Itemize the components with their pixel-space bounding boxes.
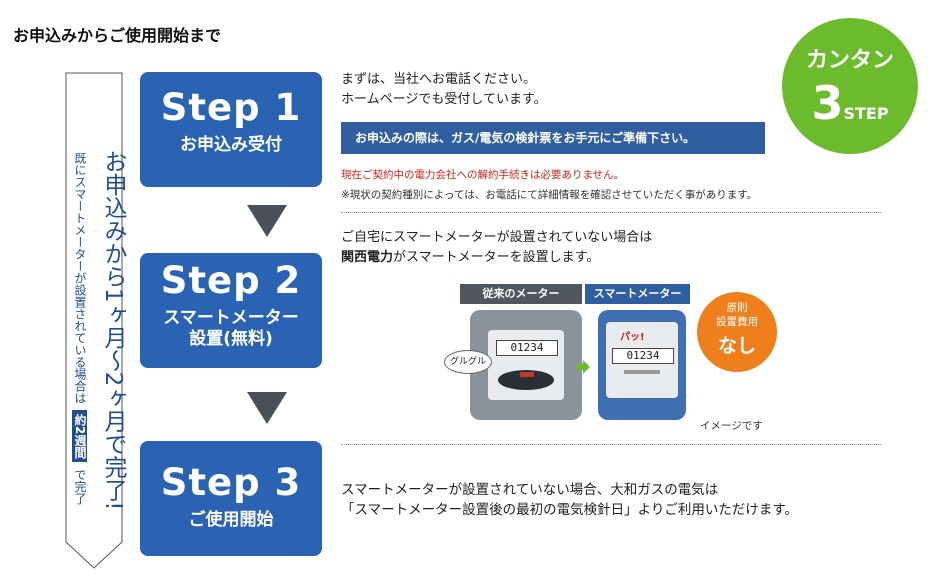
step-1-number: Step 1 bbox=[160, 86, 302, 129]
step-1-text: まずは、当社へお電話ください。 ホームページでも受付しています。 bbox=[341, 72, 547, 107]
arrow-right-icon bbox=[576, 360, 590, 374]
step-1-banner: お申込みの際は、ガス/電気の検針票をお手元にご準備下さい。 bbox=[341, 122, 765, 154]
step-1-note: ※現状の契約種別によっては、お電話にて詳細情報を確認させていただく事があります。 bbox=[341, 189, 758, 201]
page-title: お申込みからご使用開始まで bbox=[13, 26, 222, 45]
step-1-label: お申込み受付 bbox=[180, 135, 282, 155]
timeline-main-text: お申込みから1ヶ月〜2ヶ月で完了! bbox=[100, 150, 126, 511]
step-2-label: スマートメーター 設置(無料) bbox=[163, 308, 299, 350]
old-meter-label: 従来のメーター bbox=[460, 284, 582, 304]
step-2-text: ご自宅にスマートメーターが設置されていない場合は 関西電力がスマートメーターを設… bbox=[341, 230, 653, 265]
smart-meter-label: スマートメーター bbox=[585, 284, 690, 304]
image-note: イメージです bbox=[700, 420, 763, 432]
divider bbox=[341, 444, 881, 445]
step-1-red-note: 現在ご契約中の電力会社への解約手続きは必要ありません。 bbox=[341, 169, 625, 181]
down-arrow-icon bbox=[247, 392, 287, 424]
step-3-text: スマートメーターが設置されていない場合、大和ガスの電気は 「スマートメーター設置… bbox=[341, 482, 798, 519]
divider bbox=[341, 212, 881, 213]
step-3-number: Step 3 bbox=[160, 461, 302, 504]
no-cost-badge: 原則設置費用 なし bbox=[697, 292, 777, 372]
step-3-box: Step 3 ご使用開始 bbox=[140, 441, 322, 556]
smart-meter-image: パッ! 01234 bbox=[598, 310, 686, 420]
step-2-box: Step 2 スマートメーター 設置(無料) bbox=[140, 253, 322, 368]
timeline-badge: 約2週間 bbox=[71, 410, 87, 463]
step-1-box: Step 1 お申込み受付 bbox=[140, 72, 322, 187]
three-step-badge: カンタン 3STEP bbox=[782, 18, 918, 154]
step-2-number: Step 2 bbox=[160, 259, 302, 302]
gurugu-bubble: グルグル bbox=[444, 350, 492, 374]
timeline-arrow: お申込みから1ヶ月〜2ヶ月で完了! 既にスマートメーターが設置されている場合は約… bbox=[65, 72, 126, 570]
down-arrow-icon bbox=[247, 205, 287, 237]
timeline-sub-text: 既にスマートメーターが設置されている場合は約2週間で完了 bbox=[71, 152, 87, 505]
step-3-label: ご使用開始 bbox=[188, 510, 274, 530]
